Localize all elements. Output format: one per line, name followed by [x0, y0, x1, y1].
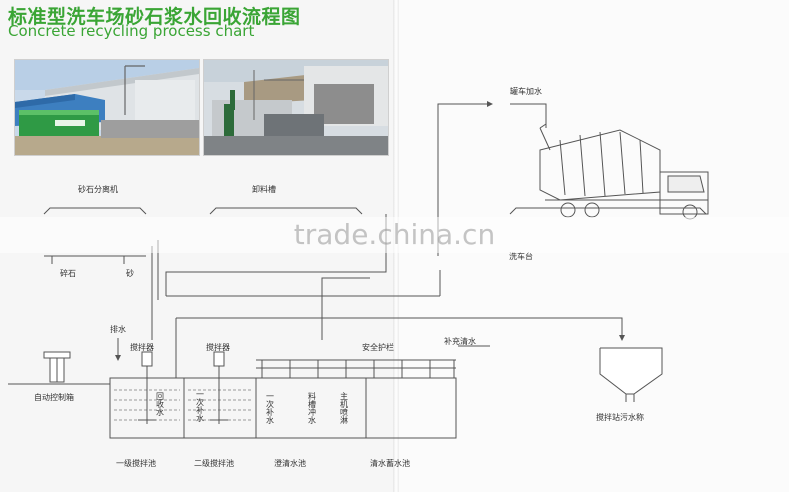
label-agitator-1: 搅拌器 — [130, 342, 154, 352]
control-box-icon — [43, 351, 71, 383]
photo-separator — [14, 59, 200, 156]
title-chinese: 标准型洗车场砂石浆水回收流程图 — [8, 6, 301, 28]
agitator-icon — [138, 351, 228, 424]
label-chute-flush: 料槽冲水 — [308, 391, 317, 424]
label-truck-water: 罐车加水 — [510, 86, 542, 96]
chute — [209, 207, 363, 215]
separator-machine — [43, 207, 147, 257]
label-control-box: 自动控制箱 — [34, 392, 74, 402]
wash-area — [509, 207, 707, 215]
label-main-spray: 主机喷淋 — [340, 391, 349, 425]
label-primary-makeup-2: 一次补水 — [266, 392, 275, 424]
label-sand: 砂 — [126, 268, 134, 278]
title-english: Concrete recycling process chart — [8, 22, 255, 40]
label-agitator-2: 搅拌器 — [206, 342, 230, 352]
label-wash-area: 洗车台 — [509, 251, 533, 261]
label-storage: 清水蓄水池 — [370, 458, 410, 468]
label-tank-2: 二级搅拌池 — [194, 458, 234, 468]
label-return-water: 回收水 — [156, 392, 165, 416]
label-clarifier: 澄清水池 — [274, 458, 306, 468]
label-tank-1: 一级搅拌池 — [116, 458, 156, 468]
label-separator: 砂石分离机 — [78, 184, 118, 194]
label-drain-water: 排水 — [110, 324, 126, 334]
label-primary-makeup: 一次补水 — [196, 390, 205, 422]
photo-chute — [203, 59, 389, 156]
watermark: trade.china.cn — [293, 218, 496, 251]
label-station-tank: 搅拌站污水称 — [596, 412, 644, 422]
label-fresh-makeup: 补充清水 — [444, 336, 476, 346]
watermark-band — [0, 217, 789, 253]
label-crushed-stone: 碎石 — [60, 268, 76, 278]
label-chute: 卸料槽 — [252, 184, 276, 194]
label-guardrail: 安全护栏 — [362, 342, 394, 352]
mixer-truck-icon — [539, 123, 709, 220]
hopper-icon — [599, 347, 663, 402]
flow-lines — [8, 101, 625, 385]
